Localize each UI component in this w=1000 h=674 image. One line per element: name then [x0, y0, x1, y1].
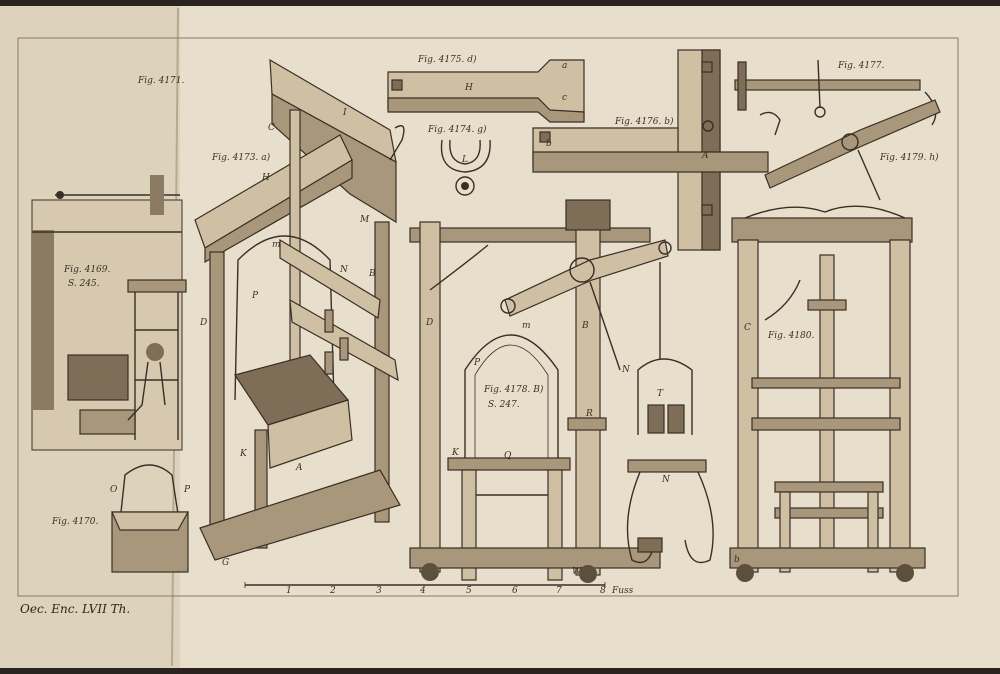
letter-N-4173: N	[339, 265, 349, 275]
caption-fig-4170: Fig. 4170.	[51, 517, 99, 527]
letter-B-4178: B	[581, 321, 589, 331]
letter-a-4175: a	[562, 61, 567, 71]
letter-D-4173: D	[199, 318, 207, 328]
letter-T-4178: T	[657, 389, 664, 399]
scale-number-8: 8	[600, 586, 606, 596]
letter-B-4173: B	[368, 269, 376, 279]
plate-imprint: Oec. Enc. LVII Th.	[20, 602, 130, 616]
letter-K-4173: K	[239, 449, 248, 459]
letter-P-4173: P	[251, 291, 259, 301]
letter-b-4180: b	[734, 555, 740, 565]
letter-Q-4178: Q	[504, 451, 512, 461]
figure-4169-room	[31, 175, 187, 451]
letter-I-4173: I	[342, 108, 347, 118]
letter-C-4180: C	[744, 323, 751, 333]
caption-fig-4180: Fig. 4180.	[767, 331, 815, 341]
letter-M-4173: M	[359, 215, 370, 225]
letter-H-4173: H	[261, 173, 270, 183]
letter-N-4178-stand: N	[661, 475, 671, 485]
letter-K-4178: K	[451, 448, 460, 458]
scale-unit-label: Fuss	[611, 586, 634, 596]
figure-4179-lever	[759, 99, 941, 201]
letter-m-4178: m	[522, 321, 531, 331]
letter-m-4173: m	[272, 240, 281, 250]
scale-number-4: 4	[419, 586, 426, 596]
caption-fig-4178: Fig. 4178. B)	[483, 384, 544, 395]
scale-number-2: 2	[329, 586, 336, 596]
letter-G-4173: G	[222, 558, 229, 568]
letter-P-4178: P	[473, 358, 481, 368]
letter-A-4176: A	[701, 151, 709, 161]
letter-R-4178: R	[585, 409, 593, 419]
figure-4170-bucket	[111, 464, 190, 573]
scale-number-1: 1	[286, 586, 292, 596]
letter-b-4176: b	[546, 139, 552, 149]
scale-number-7: 7	[556, 586, 562, 596]
caption-fig-4171: Fig. 4171.	[137, 76, 185, 86]
scale-number-3: 3	[376, 586, 382, 596]
figure-4174-hook	[440, 139, 491, 196]
letter-C-4173: C	[268, 123, 275, 133]
letter-O-4170: O	[110, 485, 118, 495]
caption-fig-4173: Fig. 4173. a)	[211, 152, 271, 163]
letter-P-4170: P	[183, 485, 191, 495]
figure-4176-crossbeam	[532, 49, 769, 251]
page-ref-fig-4169: S. 245.	[68, 279, 100, 289]
figure-4178-machine	[409, 199, 714, 583]
caption-fig-4179: Fig. 4179. h)	[879, 152, 939, 163]
caption-fig-4175: Fig. 4175. d)	[417, 54, 477, 65]
letter-A-4173: A	[295, 463, 303, 473]
figure-4180-frame	[729, 205, 926, 582]
figure-4177-lever	[734, 59, 937, 126]
scale-bar	[244, 582, 606, 588]
caption-fig-4174: Fig. 4174. g)	[427, 124, 487, 135]
caption-fig-4169: Fig. 4169.	[63, 265, 111, 275]
letter-L-4174: L	[461, 155, 468, 165]
caption-fig-4177: Fig. 4177.	[837, 61, 885, 71]
letter-W-4178: W	[572, 567, 582, 577]
caption-fig-4176: Fig. 4176. b)	[614, 116, 674, 127]
figure-4173-frame	[194, 58, 405, 561]
letter-c-4175: c	[562, 93, 567, 103]
scale-number-5: 5	[466, 586, 472, 596]
figure-4175-beam	[387, 59, 585, 123]
plate-border	[17, 37, 959, 597]
letter-D-4178: D	[425, 318, 433, 328]
scale-number-6: 6	[512, 586, 518, 596]
letter-H-4175: H	[464, 83, 473, 93]
letter-N-4178: N	[621, 365, 631, 375]
page-ref-fig-4178: S. 247.	[488, 400, 520, 410]
